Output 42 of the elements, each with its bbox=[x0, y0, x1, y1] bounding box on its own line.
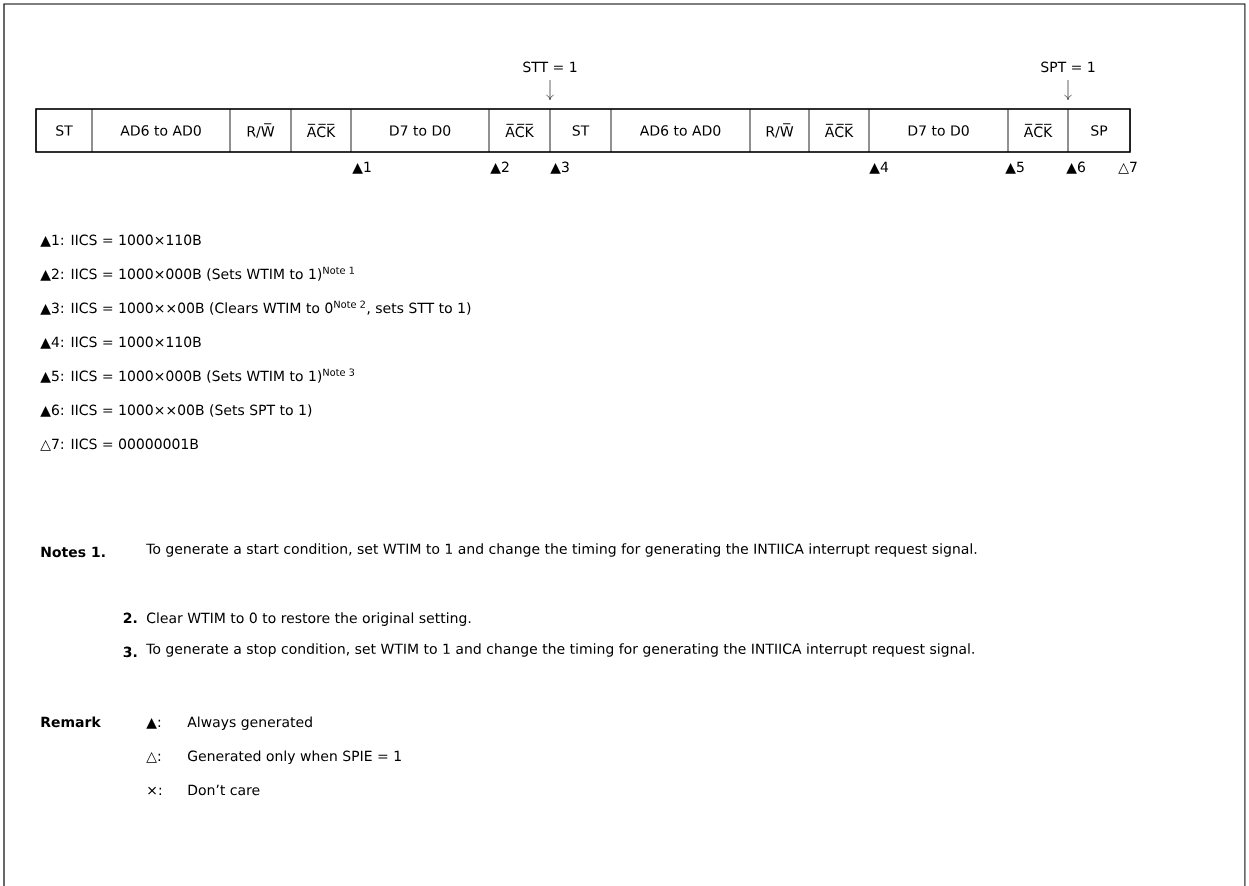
note-text: To generate a start condition, set WTIM to 1 and change the timing for generating the INTIICA interrupt request signal. bbox=[146, 543, 977, 557]
node-label: ST bbox=[56, 125, 73, 136]
field-cell: R/W̅ bbox=[749, 108, 810, 153]
timing-marker: ▲6 bbox=[1066, 161, 1085, 174]
timing-label: SPT = 1 bbox=[1041, 61, 1095, 73]
note-text: Clear WTIM to 0 to restore the original setting. bbox=[147, 612, 471, 626]
register-setting: ▲5: IICS = 1000×000B (Sets WTIM to 1)$^{Note 3}$ bbox=[40, 368, 355, 383]
remark-symbol: ×: bbox=[148, 786, 162, 795]
field-cell: D7 to D0 bbox=[350, 108, 490, 153]
field-cell: A̅C̅K̅ bbox=[1007, 108, 1069, 153]
timing-label: STT = 1 bbox=[523, 61, 577, 73]
timing-marker: ▲1 bbox=[352, 161, 371, 174]
field-cell: AD6 to AD0 bbox=[91, 108, 231, 153]
remark-text: Generated only when SPIE = 1 bbox=[188, 750, 401, 764]
note-number: Notes 1. bbox=[41, 546, 105, 558]
timing-marker: △7 bbox=[1118, 161, 1137, 174]
note-number: 2. bbox=[123, 612, 137, 623]
remark-heading: Remark bbox=[41, 716, 101, 728]
remark-symbol: ▲: bbox=[146, 718, 161, 729]
register-setting: △7: IICS = 00000001B bbox=[40, 438, 198, 451]
timing-marker: ▲2 bbox=[490, 161, 509, 174]
register-setting: ▲4: IICS = 1000×110B bbox=[40, 336, 201, 349]
timing-marker: ▲4 bbox=[869, 161, 889, 174]
field-cell: R/W̅ bbox=[229, 108, 292, 153]
note-text: To generate a stop condition, set WTIM to 1 and change the timing for generating the INTIICA interrupt request signal. bbox=[146, 643, 974, 657]
field-cell: ST bbox=[549, 108, 612, 153]
register-setting: ▲1: IICS = 1000×110B bbox=[40, 234, 201, 247]
field-cell: SP bbox=[1067, 108, 1131, 153]
field-cell: AD6 to AD0 bbox=[610, 108, 751, 153]
field-cell: D7 to D0 bbox=[868, 108, 1009, 153]
field-cell: A̅C̅K̅ bbox=[808, 108, 870, 153]
register-setting: ▲6: IICS = 1000××00B (Sets SPT to 1) bbox=[40, 404, 312, 417]
remark-symbol: △: bbox=[146, 752, 161, 763]
register-setting: ▲3: IICS = 1000××00B (Clears WTIM to 0$^{Note 2}$, sets STT to 1) bbox=[40, 300, 471, 315]
timing-marker: ▲3 bbox=[550, 161, 569, 174]
remark-text: Always generated bbox=[187, 716, 312, 730]
note-number: 3. bbox=[123, 646, 137, 658]
register-setting: ▲2: IICS = 1000×000B (Sets WTIM to 1)$^{Note 1}$ bbox=[40, 266, 354, 281]
remark-text: Don’t care bbox=[188, 784, 260, 796]
timing-marker: ▲5 bbox=[1005, 161, 1024, 174]
field-cell: A̅C̅K̅ bbox=[488, 108, 551, 153]
field-cell: A̅C̅K̅ bbox=[290, 108, 352, 153]
